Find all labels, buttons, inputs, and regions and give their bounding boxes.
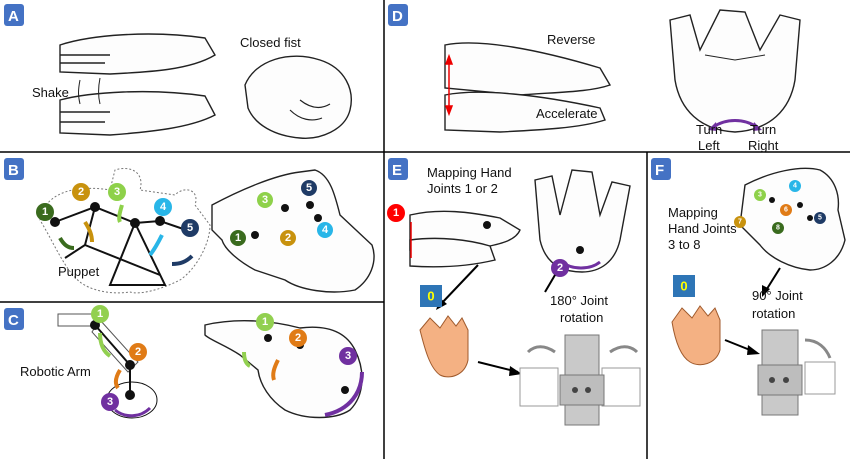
f-joint-4: 4 <box>793 183 797 190</box>
joint-1-number: 1 <box>42 206 48 218</box>
robotic-arm-diagram <box>57 313 158 419</box>
puppet-arrows <box>58 204 194 266</box>
label-e-rot-2: rotation <box>560 310 603 325</box>
label-e-rot-1: 180° Joint <box>550 293 608 308</box>
panel-f-letter: F <box>655 162 664 179</box>
label-reverse: Reverse <box>547 32 595 47</box>
joint-5-number: 5 <box>187 222 193 234</box>
hand-b-joint-3: 3 <box>262 194 268 206</box>
puppet-joints <box>50 202 165 228</box>
label-shake: Shake <box>32 85 69 100</box>
closed-fist-icon <box>244 55 352 139</box>
f-joint-5: 5 <box>818 215 822 222</box>
panel-e: E Mapping Hand Joints 1 or 2 1 2 0 180° … <box>387 158 641 426</box>
label-puppet: Puppet <box>58 264 100 279</box>
f-joint-8: 8 <box>776 225 780 232</box>
label-f-map-1: Mapping <box>668 205 718 220</box>
hand-b-joint-2: 2 <box>285 232 291 244</box>
f-skin-hand-icon <box>671 305 721 366</box>
two-hands-icon <box>669 9 801 133</box>
joint-3-number: 3 <box>114 186 120 198</box>
hand-c-joint-1: 1 <box>262 316 268 328</box>
panel-b-letter: B <box>8 162 19 179</box>
label-e-map-1: Mapping Hand <box>427 165 512 180</box>
f-robot-joint-icon <box>757 329 836 416</box>
side-hand-icon <box>409 210 521 268</box>
panel-d: D Reverse Accelerate Turn Left Turn Righ… <box>388 4 801 153</box>
panel-b-badge <box>4 158 24 180</box>
puppet-outline <box>39 167 211 294</box>
f-joint-badges: 3 4 5 6 7 8 <box>734 180 826 234</box>
panel-d-badge <box>388 4 408 26</box>
label-left: Left <box>698 138 720 153</box>
joint-4-number: 4 <box>160 201 167 213</box>
joint-2-number: 2 <box>78 186 84 198</box>
label-right: Right <box>748 138 779 153</box>
label-f-rot-2: rotation <box>752 306 795 321</box>
e-zero-badge <box>420 285 442 307</box>
shake-hand-icon <box>59 33 216 136</box>
up-down-arrow-icon <box>444 53 454 117</box>
arm-joint-1: 1 <box>97 308 103 320</box>
f-puppet-hand-icon <box>739 167 846 271</box>
label-accelerate: Accelerate <box>536 106 597 121</box>
label-f-map-3: 3 to 8 <box>668 237 701 252</box>
panel-e-badge <box>388 158 408 180</box>
hand-b-joint-4: 4 <box>322 224 329 236</box>
tilt-hand-icon <box>444 42 612 133</box>
e-skin-hand-icon <box>419 315 469 378</box>
joint-badges-b: 1 2 3 4 5 <box>36 183 199 237</box>
e-zero-text: 0 <box>427 289 434 304</box>
label-f-rot-1: 90° Joint <box>752 288 803 303</box>
e-joint-1: 1 <box>393 207 399 219</box>
robot-joint-icon <box>519 334 641 426</box>
e-joint-2: 2 <box>557 262 563 274</box>
panel-c: C 1 2 3 Robotic Arm 1 2 3 <box>4 305 364 419</box>
panel-b: B 1 2 3 4 5 Puppet <box>4 158 375 294</box>
hand-c-joint-2: 2 <box>295 332 301 344</box>
panel-c-letter: C <box>8 312 19 329</box>
hand-b-joint-1: 1 <box>235 232 241 244</box>
panel-a-letter: A <box>8 8 19 25</box>
panel-a-badge <box>4 4 24 26</box>
panel-f-badge <box>651 158 671 180</box>
f-zero-badge <box>673 275 695 297</box>
f-joint-7: 7 <box>738 219 742 226</box>
puppet-hand-icon <box>211 169 375 293</box>
f-joint-6: 6 <box>784 207 788 214</box>
label-turn-left-1: Turn <box>696 122 722 137</box>
label-closed-fist: Closed fist <box>240 35 301 50</box>
arm-joint-3: 3 <box>107 396 113 408</box>
panel-e-letter: E <box>392 162 402 179</box>
label-f-map-2: Hand Joints <box>668 221 737 236</box>
hand-b-badges: 3 5 4 1 2 <box>230 180 333 246</box>
panel-d-letter: D <box>392 8 403 25</box>
panel-c-badge <box>4 308 24 330</box>
palm-hand-icon <box>534 169 631 273</box>
hand-b-joint-5: 5 <box>306 182 312 194</box>
panel-f: F Mapping Hand Joints 3 to 8 3 4 5 6 7 8… <box>651 158 846 416</box>
f-joint-3: 3 <box>758 192 762 199</box>
hand-c-joint-3: 3 <box>345 350 351 362</box>
arm-joint-2: 2 <box>135 346 141 358</box>
pointing-hand-icon <box>204 320 364 419</box>
label-robotic-arm: Robotic Arm <box>20 364 91 379</box>
label-turn-right-1: Turn <box>750 122 776 137</box>
label-e-map-2: Joints 1 or 2 <box>427 181 498 196</box>
panel-a: A Shake Closed fist <box>4 4 352 139</box>
f-zero-text: 0 <box>680 279 687 294</box>
